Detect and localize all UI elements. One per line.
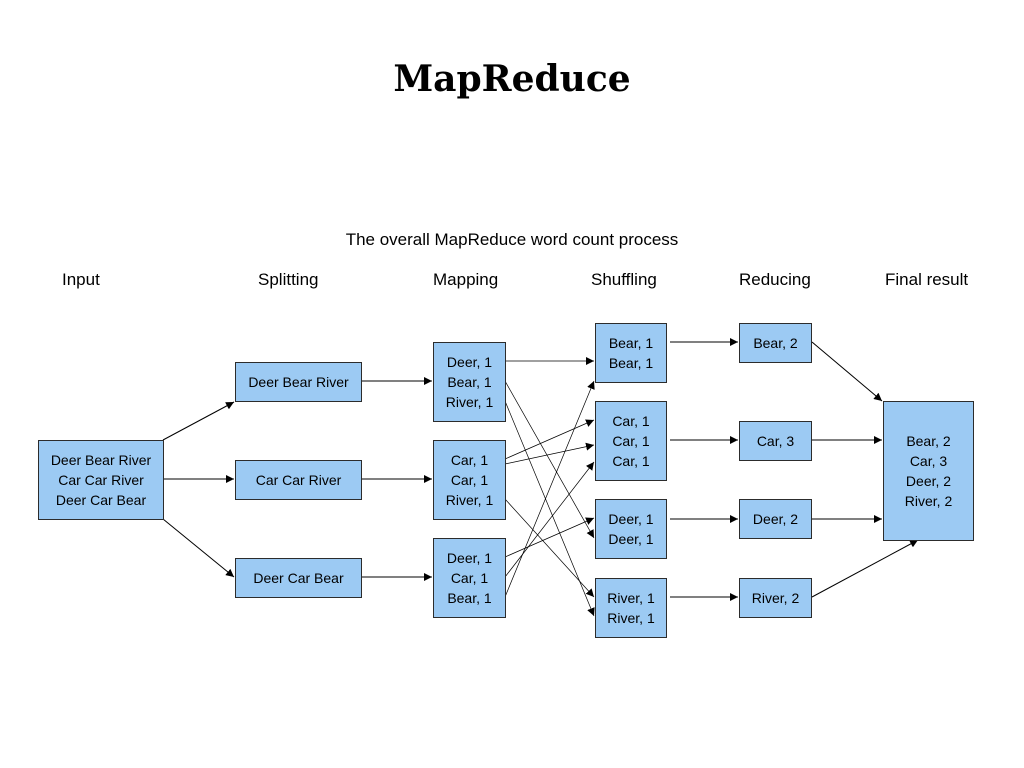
final-result-box: Bear, 2 Car, 3 Deer, 2 River, 2	[883, 401, 974, 541]
stage-label-mapping: Mapping	[433, 270, 499, 289]
map-pair: River, 1	[445, 394, 494, 410]
reduce-pair: River, 2	[751, 590, 800, 606]
map-box-1: Deer, 1 Bear, 1 River, 1	[433, 342, 506, 422]
stage-label-reducing: Reducing	[739, 270, 811, 289]
shuffle-map2-to-car-a	[504, 419, 595, 460]
slide-title: MapReduce	[393, 58, 631, 100]
split-box-2: Car Car River	[235, 460, 362, 500]
reduce-pair: Bear, 2	[753, 335, 798, 351]
shuffle-map2-to-car-b	[504, 442, 595, 465]
arrow-final-river	[811, 539, 919, 598]
final-pair: Car, 3	[909, 453, 948, 469]
shuffle-pair: Deer, 1	[608, 531, 654, 547]
shuffle-map3-to-bear	[504, 380, 595, 598]
diagram-title: The overall MapReduce word count process	[345, 230, 679, 249]
shuffle-map3-to-deer	[504, 517, 595, 558]
shuffle-pair: Car, 1	[612, 413, 650, 429]
map-pair: Car, 1	[450, 452, 489, 468]
final-pair: Bear, 2	[906, 433, 951, 449]
input-box: Deer Bear River Car Car River Deer Car B…	[38, 440, 164, 520]
shuffle-box-deer: Deer, 1 Deer, 1	[595, 499, 667, 559]
reduce-box-river: River, 2	[739, 578, 812, 618]
shuffle-pair: Bear, 1	[608, 335, 654, 351]
shuffle-box-car: Car, 1 Car, 1 Car, 1	[595, 401, 667, 481]
map-pair: Bear, 1	[447, 374, 492, 390]
reduce-box-deer: Deer, 2	[739, 499, 812, 539]
input-line-2: Car Car River	[58, 472, 144, 488]
stage-label-splitting: Splitting	[258, 270, 319, 289]
input-line-3: Deer Car Bear	[55, 492, 147, 508]
input-line-1: Deer Bear River	[50, 452, 152, 468]
shuffle-pair: River, 1	[607, 590, 655, 606]
shuffle-pair: Car, 1	[612, 433, 650, 449]
shuffle-map1-to-deer	[504, 380, 595, 539]
arrow-input-to-split-3	[162, 518, 235, 578]
map-pair: Deer, 1	[446, 550, 493, 566]
arrow-input-to-split-1	[162, 401, 235, 441]
split-box-1: Deer Bear River	[235, 362, 362, 402]
shuffle-pair: Car, 1	[612, 453, 650, 469]
final-pair: Deer, 2	[905, 473, 952, 489]
shuffle-pair: Deer, 1	[608, 511, 654, 527]
shuffle-map2-to-river	[504, 498, 595, 598]
map-box-3: Deer, 1 Car, 1 Bear, 1	[433, 538, 506, 618]
map-pair: Bear, 1	[447, 590, 492, 606]
map-pair: River, 1	[445, 492, 494, 508]
reduce-box-car: Car, 3	[739, 421, 812, 461]
shuffle-pair: Bear, 1	[608, 355, 654, 371]
reduce-pair: Deer, 2	[752, 511, 799, 527]
split-line: Deer Bear River	[248, 374, 349, 390]
stage-label-final-result: Final result	[885, 270, 969, 289]
shuffle-map3-to-car	[504, 461, 595, 578]
reduce-box-bear: Bear, 2	[739, 323, 812, 363]
map-pair: Car, 1	[450, 472, 489, 488]
shuffle-box-bear: Bear, 1 Bear, 1	[595, 323, 667, 383]
map-box-2: Car, 1 Car, 1 River, 1	[433, 440, 506, 520]
final-pair: River, 2	[904, 493, 953, 509]
shuffle-map1-to-river	[504, 400, 595, 617]
shuffle-box-river: River, 1 River, 1	[595, 578, 667, 638]
map-pair: Deer, 1	[446, 354, 493, 370]
arrow-final-bear	[811, 341, 883, 402]
reduce-pair: Car, 3	[756, 433, 795, 449]
stage-label-shuffling: Shuffling	[591, 270, 657, 289]
split-line: Car Car River	[255, 472, 342, 488]
shuffle-pair: River, 1	[607, 610, 655, 626]
split-line: Deer Car Bear	[253, 570, 344, 586]
map-pair: Car, 1	[450, 570, 489, 586]
split-box-3: Deer Car Bear	[235, 558, 362, 598]
stage-label-input: Input	[62, 270, 100, 289]
